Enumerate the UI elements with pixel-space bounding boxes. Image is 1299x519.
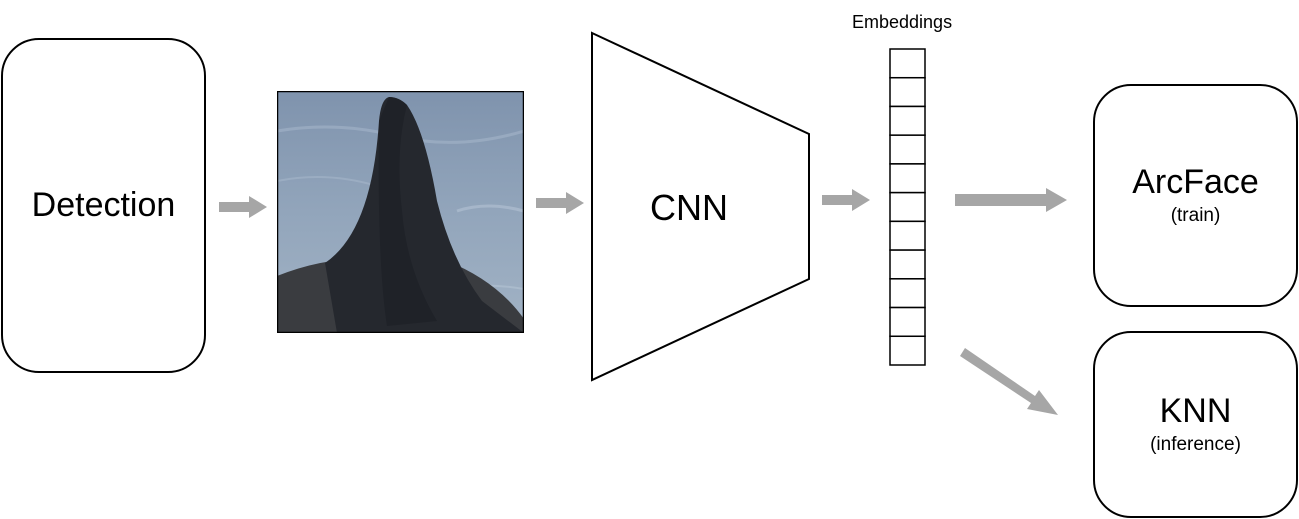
arrow-embeddings-to-arcface (955, 188, 1067, 212)
embedding-cell (889, 191, 926, 223)
embedding-cell (889, 335, 926, 366)
arcface-sublabel: (train) (1170, 205, 1221, 227)
knn-label: KNN (1159, 391, 1232, 430)
arrow-embeddings-to-knn (960, 348, 1058, 415)
embeddings-label: Embeddings (852, 12, 953, 32)
dorsal-fin-image (277, 91, 524, 333)
detection-label: Detection (31, 185, 176, 224)
knn-box: KNN (inference) (1093, 331, 1298, 518)
cnn-trapezoid (591, 31, 810, 382)
embedding-cell (889, 48, 926, 79)
embedding-cell (889, 134, 926, 165)
embedding-cell (889, 163, 926, 194)
embedding-cell (889, 105, 926, 136)
knn-sublabel: (inference) (1150, 434, 1241, 456)
detection-box: Detection (1, 38, 206, 373)
embedding-cell (889, 220, 926, 251)
embedding-cell (889, 278, 926, 309)
embedding-cell (889, 249, 926, 280)
arcface-box: ArcFace (train) (1093, 84, 1298, 307)
arrow-detection-to-image (219, 196, 267, 218)
arcface-label: ArcFace (1132, 162, 1259, 201)
embedding-cell (889, 306, 926, 338)
embedding-cell (889, 76, 926, 108)
arrow-cnn-to-embeddings (822, 189, 870, 211)
cnn-label: CNN (650, 187, 728, 228)
embedding-vector (889, 48, 926, 366)
arrow-image-to-cnn (536, 192, 584, 214)
